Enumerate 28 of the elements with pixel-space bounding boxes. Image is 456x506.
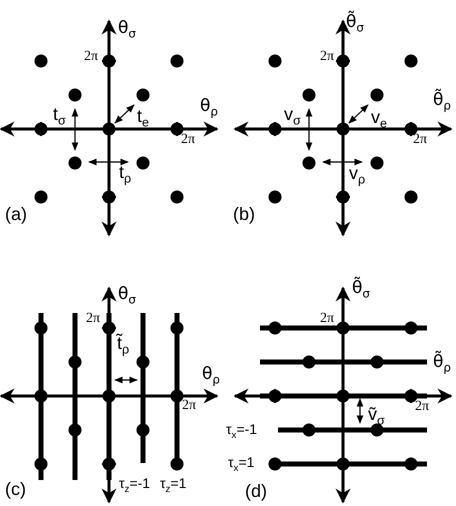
hopping-label: t̃$_{ρ}$ [117,334,130,356]
axis-label: θ$_{σ}$ [118,286,136,306]
hopping-label: t$_{σ}$ [53,105,66,128]
tick-label: 2π [182,399,196,413]
panel-label: (b) [233,205,255,223]
panel-label: (c) [5,480,26,498]
tick-label: 2π [181,133,196,147]
tick-label: 2π [86,312,100,326]
hopping-label: v$_{e}$ [371,108,388,130]
tick-label: 2π [320,50,334,64]
parameter-label: τ$_{x}$=-1 [226,422,258,441]
axis-label: θ$_{ρ}$ [200,98,218,118]
tick-label: 2π [415,400,430,414]
axis-label: θ$_{σ}$ [118,20,136,40]
hopping-label: v$_{ρ}$ [349,164,366,186]
parameter-label: τ$_{z}$=-1 [119,476,150,495]
hopping-label: t$_{ρ}$ [119,163,132,186]
panel-label: (a) [5,205,27,223]
hopping-label: ṽ$_{σ}$ [368,405,385,428]
axis-label: θ$_{ρ}$ [202,366,220,386]
hopping-label: t$_{e}$ [137,107,150,130]
hopping-label: v$_{σ}$ [284,105,301,128]
parameter-label: τ$_{z}$=1 [160,476,186,495]
panel-label: (d) [245,482,267,500]
tick-label: 2π [84,50,98,64]
tick-label: 2π [320,312,334,326]
parameter-label: τ$_{x}$=1 [228,455,254,474]
tick-label: 2π [413,133,428,147]
